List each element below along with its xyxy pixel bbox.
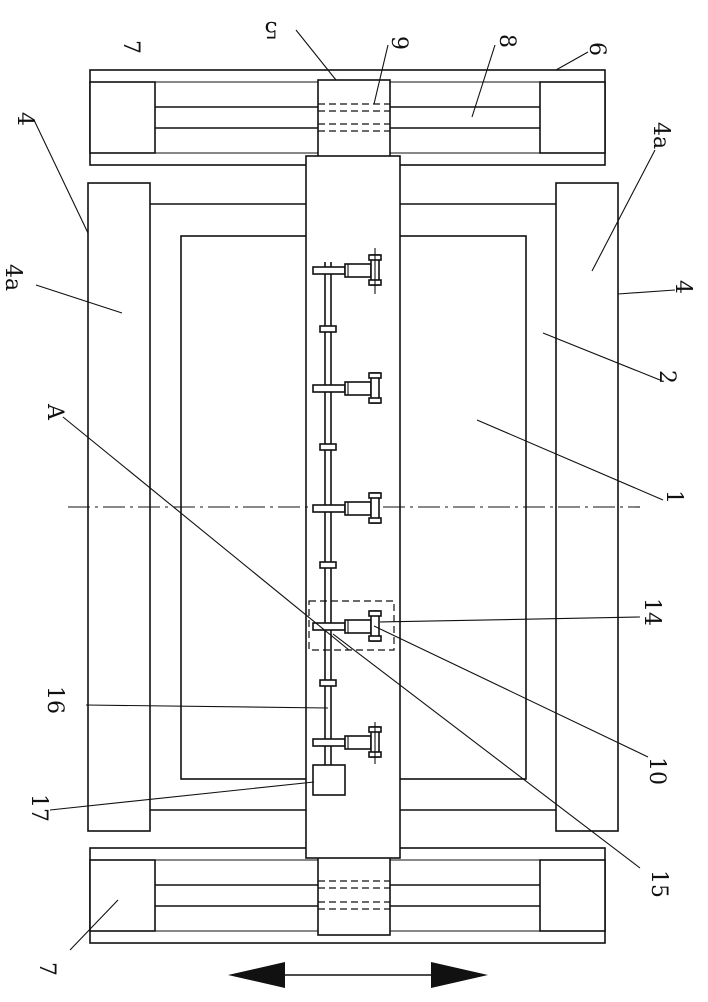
label-4a-right: 4a — [648, 122, 673, 149]
double-arrow — [228, 962, 488, 988]
label-4-left: 4 — [12, 112, 37, 126]
label-5: 5 — [264, 16, 278, 41]
label-4-right: 4 — [670, 280, 695, 294]
bottom-slider — [318, 855, 390, 935]
label-16: 16 — [42, 686, 67, 714]
label-9: 9 — [386, 36, 411, 50]
label-1: 1 — [661, 490, 686, 504]
label-2: 2 — [654, 370, 679, 384]
bottom-rail-assembly — [90, 848, 605, 943]
label-7-bottom: 7 — [34, 962, 59, 976]
label-10: 10 — [644, 757, 669, 785]
top-left-block — [90, 82, 155, 153]
label-8: 8 — [494, 34, 519, 48]
label-7-top: 7 — [118, 40, 143, 54]
motor-17 — [313, 765, 345, 795]
top-rail-assembly — [90, 70, 605, 165]
label-a: A — [42, 403, 67, 421]
bottom-right-block — [540, 860, 605, 931]
label-4a-left: 4a — [0, 264, 25, 291]
label-6: 6 — [584, 42, 609, 56]
bottom-left-block — [90, 860, 155, 931]
top-right-block — [540, 82, 605, 153]
top-slider — [318, 80, 390, 157]
label-17: 17 — [26, 794, 51, 822]
label-14: 14 — [639, 598, 664, 626]
label-15: 15 — [646, 870, 671, 898]
